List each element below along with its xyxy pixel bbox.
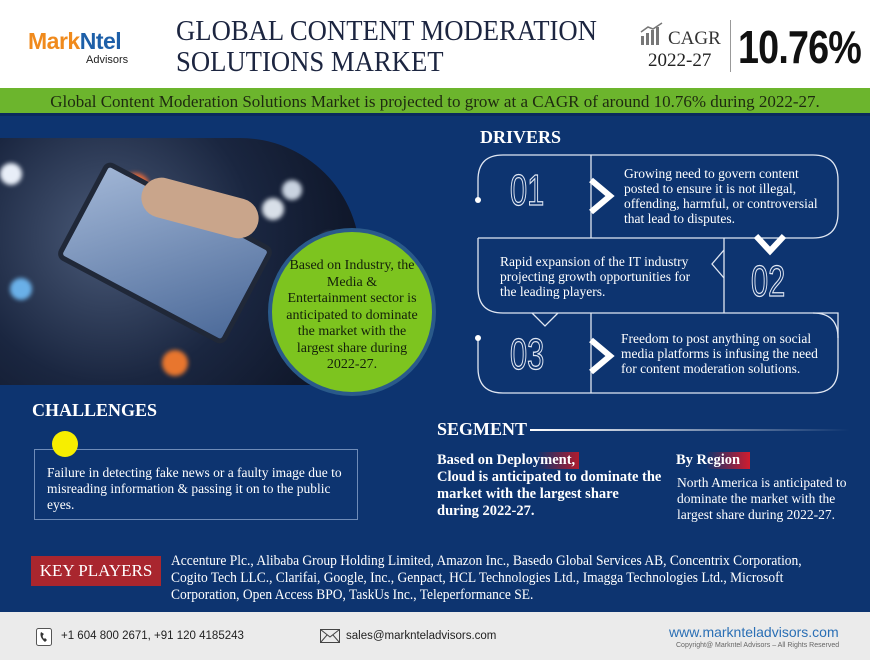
key-players-label: KEY PLAYERS [31, 556, 161, 586]
divider [530, 429, 850, 431]
key-players-list: Accenture Plc., Alibaba Group Holding Li… [171, 553, 802, 603]
summary-banner: Global Content Moderation Solutions Mark… [0, 88, 870, 116]
driver-text: Rapid expansion of the IT industry proje… [500, 254, 691, 299]
bar-chart-icon [640, 22, 663, 45]
deployment-text: Cloud is anticipated to dominate the mar… [437, 469, 662, 519]
title-line-1: GLOBAL CONTENT MODERATION [176, 15, 597, 47]
chevron-down-icon [753, 233, 787, 256]
divider [730, 20, 731, 72]
email-link[interactable]: sales@marknteladvisors.com [346, 630, 497, 642]
chevron-right-icon [589, 177, 615, 215]
driver-number: 02 [751, 256, 786, 306]
challenge-text: Failure in detecting fake news or a faul… [47, 465, 342, 512]
driver-number: 03 [510, 329, 545, 379]
region-text: North America is anticipated to dominate… [677, 475, 847, 522]
driver-number: 01 [510, 165, 545, 215]
logo: MarkNtel [28, 28, 122, 55]
challenges-heading: CHALLENGES [32, 400, 158, 420]
phone-numbers[interactable]: +1 604 800 2671, +91 120 4185243 [61, 630, 244, 642]
logo-mark: Mark [28, 28, 80, 54]
bullet-dot-icon [52, 431, 78, 457]
cagr-label: CAGR [668, 28, 721, 49]
highlight-circle: Based on Industry, the Media & Entertain… [268, 228, 436, 396]
title-line-2: SOLUTIONS MARKET [176, 46, 444, 78]
segment-heading: SEGMENT [437, 419, 528, 439]
region-heading: By Region [676, 452, 751, 469]
copyright: Copyright@ Markntel Advisors – All Right… [676, 642, 840, 649]
footer [0, 612, 870, 660]
website-link[interactable]: www.markntel​advisors.com [669, 624, 839, 640]
header [0, 0, 870, 88]
cagr-value: 10.76% [738, 21, 862, 73]
deployment-heading: Based on Deployment, [437, 452, 580, 469]
drivers-diagram [475, 154, 839, 394]
drivers-heading: DRIVERS [480, 127, 562, 147]
challenge-box [34, 449, 358, 520]
logo-ntel: Ntel [79, 28, 122, 54]
logo-subtitle: Advisors [86, 54, 129, 66]
mail-icon [320, 629, 340, 643]
driver-text: Growing need to govern content posted to… [624, 166, 818, 226]
driver-text: Freedom to post anything on social media… [621, 331, 818, 376]
chevron-right-icon [589, 337, 615, 375]
cagr-years: 2022-27 [648, 50, 712, 71]
phone-icon [36, 628, 52, 646]
